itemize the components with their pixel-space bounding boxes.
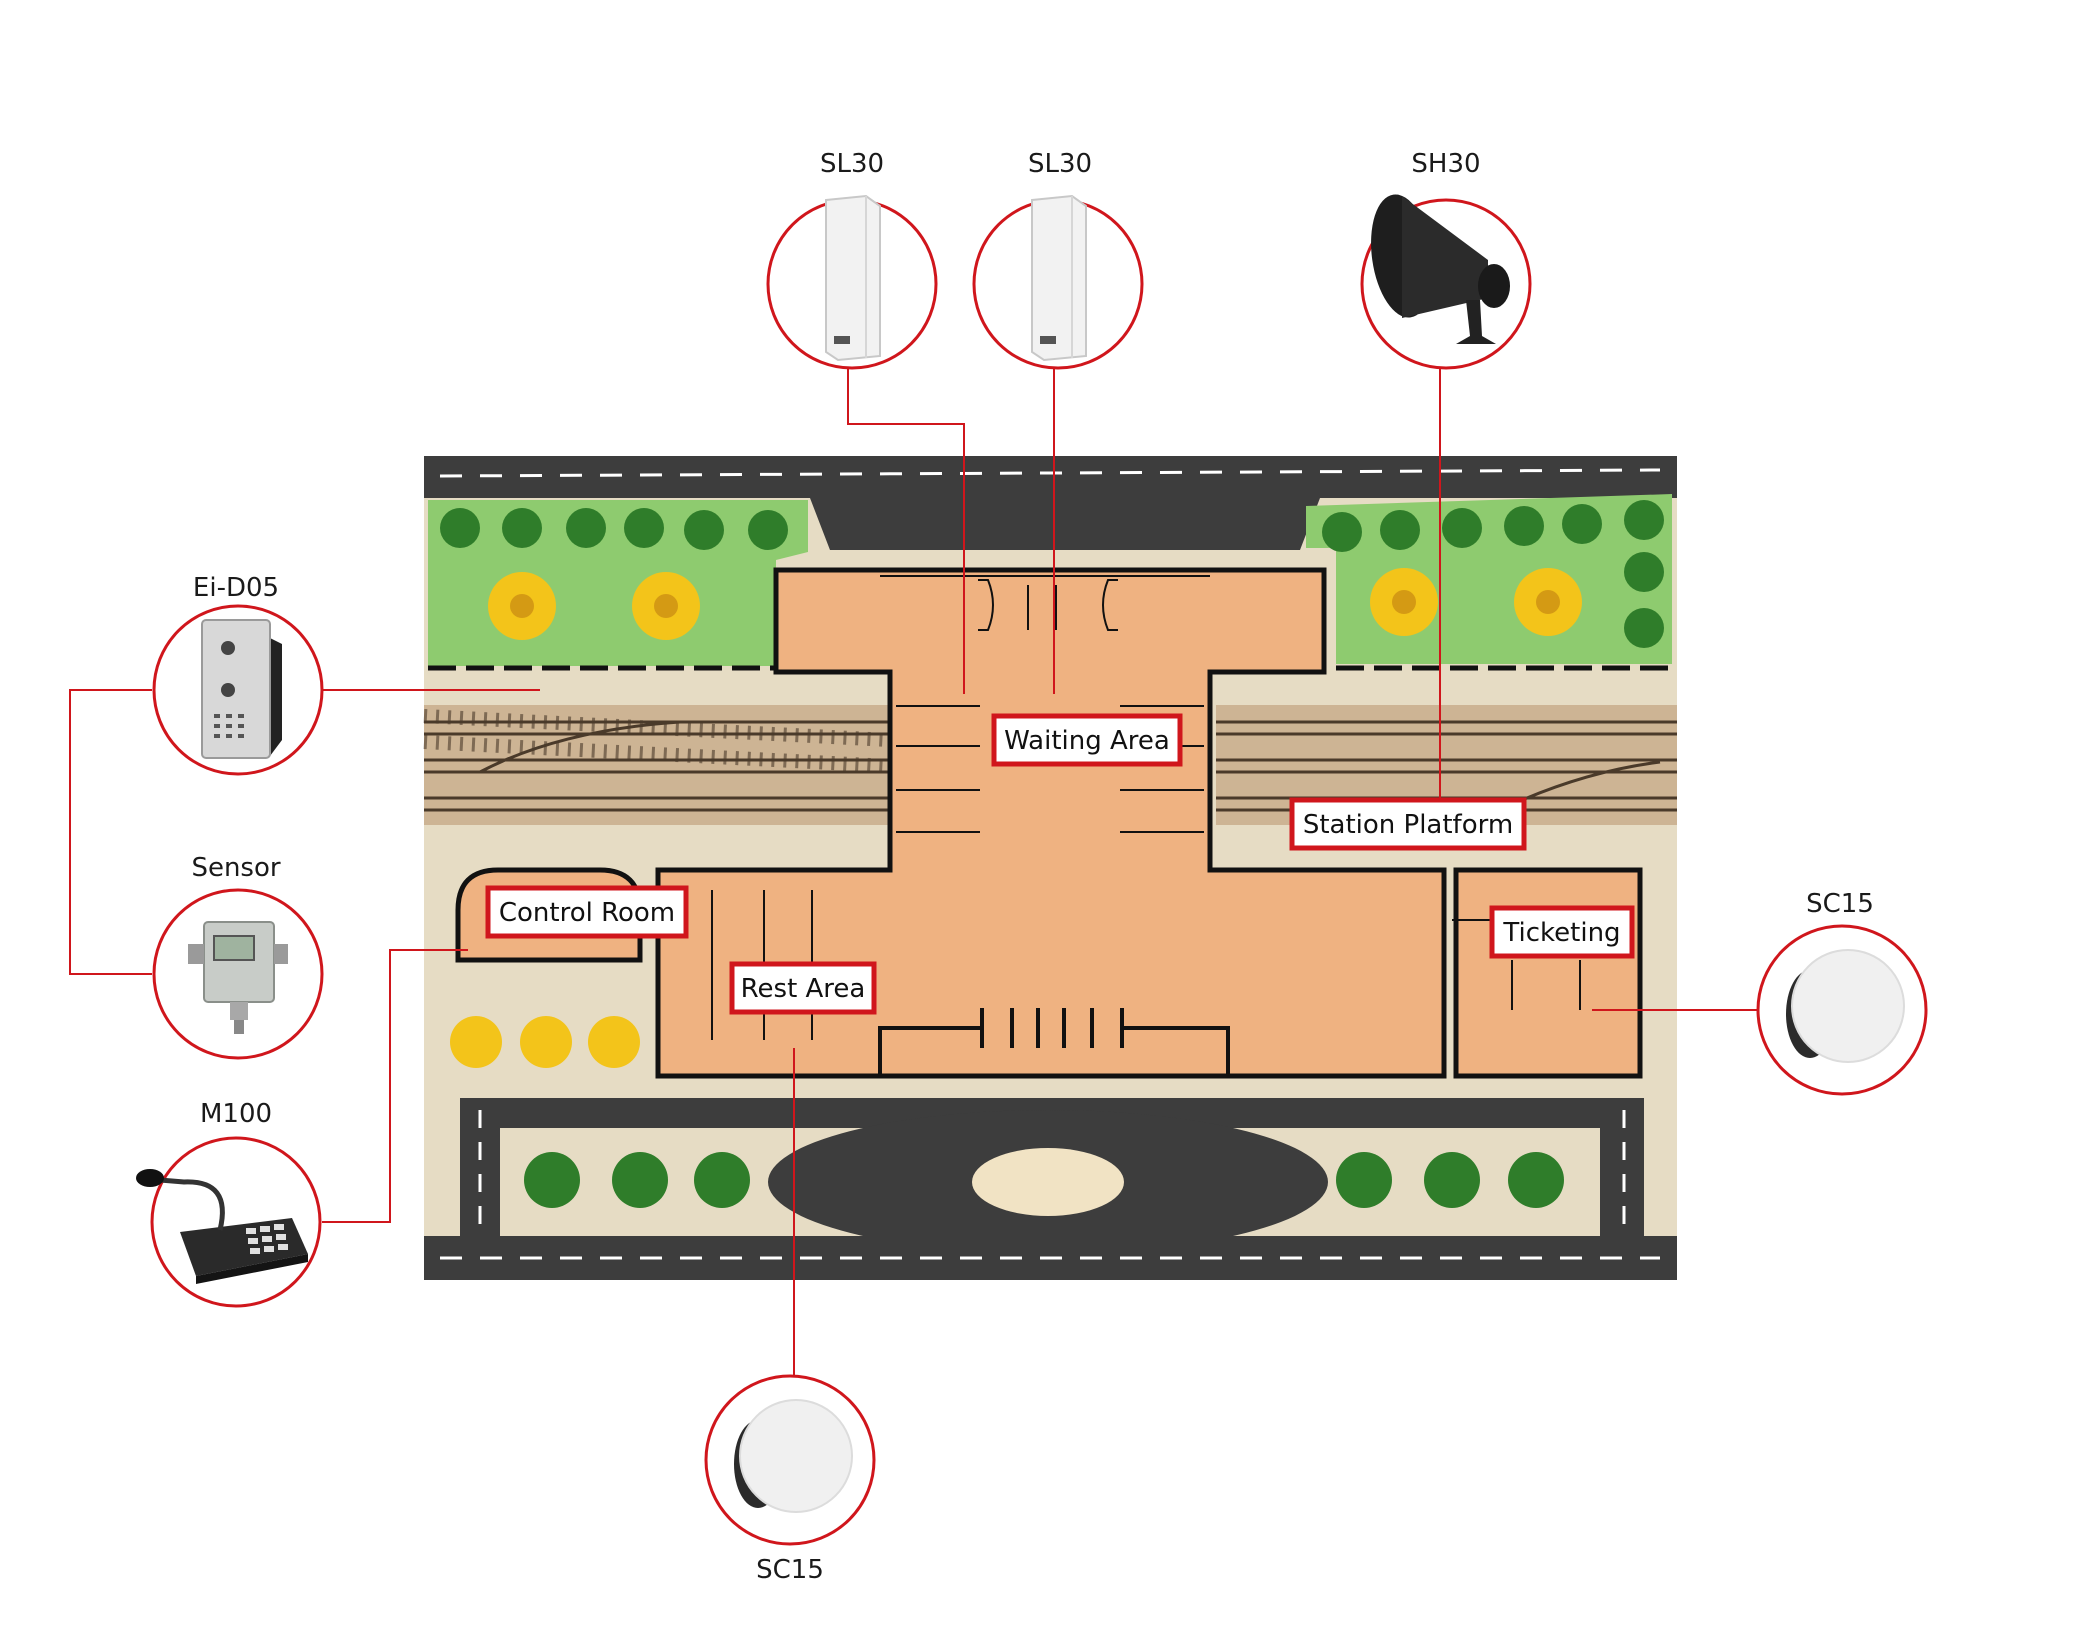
- device-sensor: Sensor: [152, 853, 324, 1060]
- ticketing-building: [1453, 867, 1643, 1079]
- device-label: M100: [200, 1099, 272, 1129]
- device-label: SL30: [1028, 149, 1092, 179]
- top-road: [424, 456, 1677, 550]
- zone-label: Waiting Area: [1004, 726, 1170, 756]
- zone-label: Rest Area: [741, 974, 866, 1004]
- station-building: [655, 567, 1447, 1079]
- horn-speaker-icon: [1371, 194, 1510, 344]
- zone-label: Ticketing: [1502, 918, 1620, 948]
- device-sc15-right: SC15: [1756, 889, 1928, 1096]
- device-sc15-bottom: SC15: [704, 1374, 876, 1585]
- device-label: Ei-D05: [193, 573, 279, 603]
- desk-microphone-icon: [136, 1169, 308, 1284]
- site-map: [423, 456, 1677, 1280]
- device-m100: M100: [136, 1099, 322, 1308]
- device-label: SL30: [820, 149, 884, 179]
- device-ei-d05: Ei-D05: [152, 573, 324, 776]
- sensor-device-icon: [188, 921, 288, 1034]
- trees-bottom-left: [450, 1016, 640, 1068]
- device-label: SC15: [756, 1555, 824, 1585]
- device-sh30: SH30: [1360, 149, 1532, 370]
- device-label: SC15: [1806, 889, 1874, 919]
- column-speaker-icon: [825, 194, 881, 362]
- ceiling-speaker-icon: [1786, 949, 1905, 1063]
- zone-ticketing: Ticketing: [1489, 905, 1635, 959]
- zone-station-platform: Station Platform: [1289, 797, 1527, 851]
- device-sl30-right: SL30: [972, 149, 1144, 370]
- device-sl30-left: SL30: [766, 149, 938, 370]
- zone-label: Control Room: [499, 898, 675, 928]
- park-left: [428, 500, 808, 666]
- intercom-panel-icon: [201, 619, 282, 759]
- connection-lines: [69, 366, 1758, 1376]
- zone-control-room: Control Room: [485, 885, 689, 939]
- column-speaker-icon: [1031, 194, 1087, 362]
- zone-waiting-area: Waiting Area: [991, 713, 1183, 767]
- zone-rest-area: Rest Area: [729, 961, 877, 1015]
- device-label: SH30: [1411, 149, 1480, 179]
- park-right: [1306, 494, 1672, 664]
- zone-label: Station Platform: [1303, 810, 1513, 840]
- ceiling-speaker-icon: [734, 1399, 853, 1513]
- device-label: Sensor: [191, 853, 280, 883]
- tracks-left: [423, 705, 891, 825]
- bottom-road: [424, 1098, 1677, 1280]
